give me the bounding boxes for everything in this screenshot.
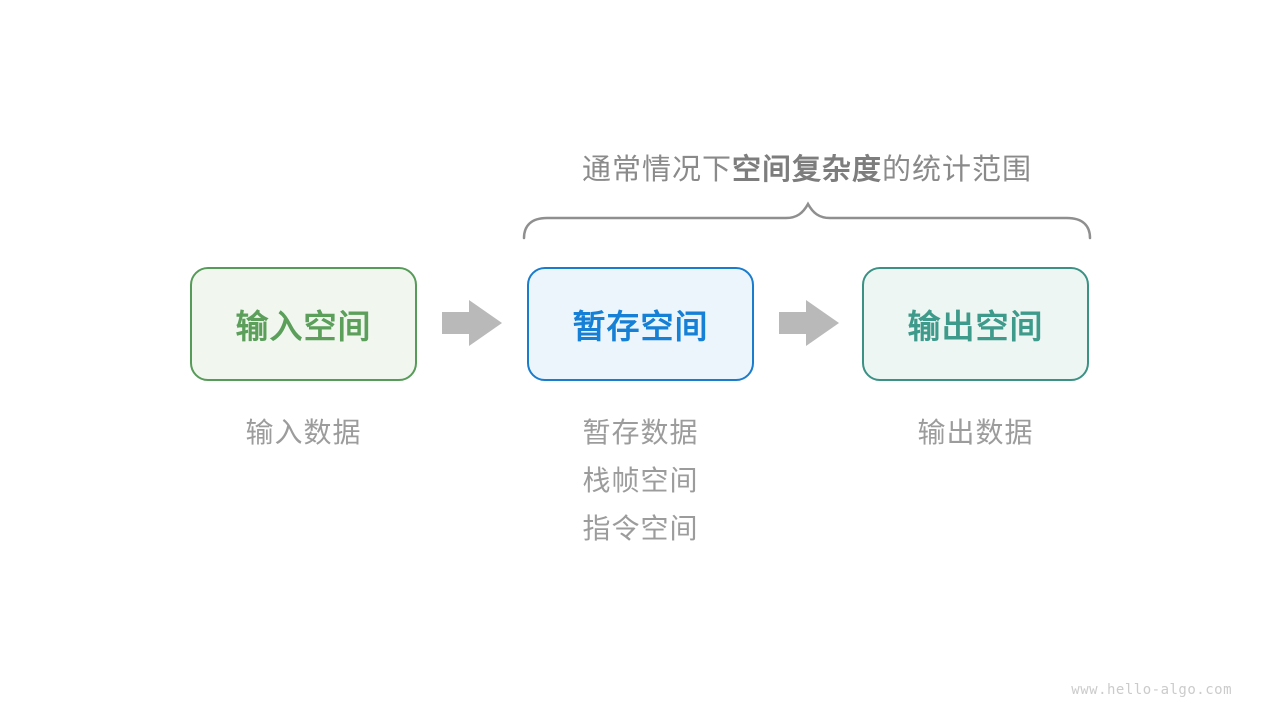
notes-input-column: 输入数据 [190,409,417,457]
note-temp-data: 暂存数据 [582,417,699,448]
box-temp-space-label: 暂存空间 [572,308,709,345]
scope-title-prefix: 通常情况下 [581,154,732,186]
arrow-right-icon [779,300,839,346]
curly-brace [522,201,1092,240]
box-input-space: 输入空间 [190,267,417,381]
box-output-space-label: 输出空间 [907,308,1044,345]
watermark: www.hello-algo.com [1071,682,1232,698]
scope-title-bold: 空间复杂度 [731,154,882,186]
note-instruction-space: 指令空间 [582,513,699,544]
note-output-data: 输出数据 [917,417,1034,448]
arrow-right-icon [442,300,502,346]
box-temp-space: 暂存空间 [527,267,754,381]
notes-temp-column: 暂存数据 栈帧空间 指令空间 [527,409,754,553]
scope-title-suffix: 的统计范围 [882,154,1033,186]
note-input-data: 输入数据 [245,417,362,448]
box-input-space-label: 输入空间 [235,308,372,345]
notes-output-column: 输出数据 [862,409,1089,457]
note-stack-frame-space: 栈帧空间 [582,465,699,496]
scope-title: 通常情况下空间复杂度的统计范围 [522,146,1092,188]
box-output-space: 输出空间 [862,267,1089,381]
